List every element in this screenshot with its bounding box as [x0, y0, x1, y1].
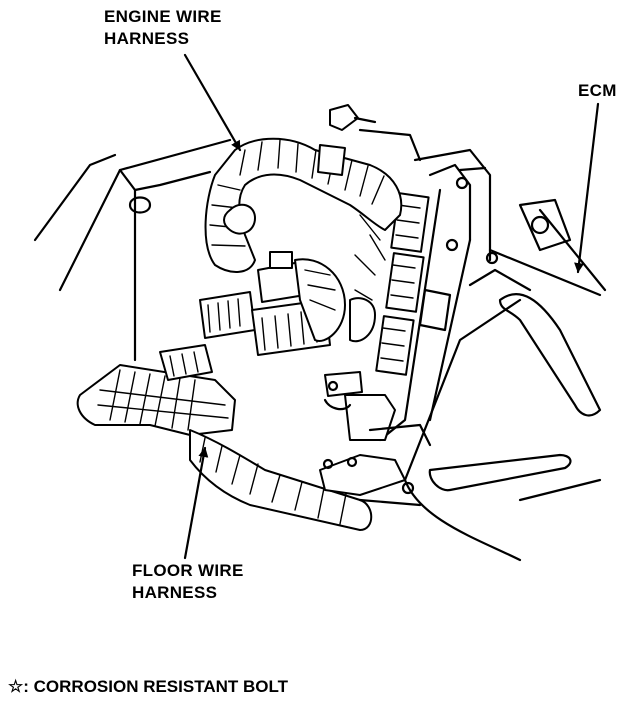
ecm-label: ECM [578, 81, 617, 100]
star-icon: ☆ [8, 677, 24, 696]
engine-wire-harness [204, 137, 403, 301]
floor-wire-harness-label-line1: FLOOR WIRE [132, 561, 244, 580]
ecm-bracket [329, 104, 492, 442]
floor-wire-harness [76, 344, 422, 531]
footnote: ☆: CORROSION RESISTANT BOLT [8, 676, 288, 698]
engine-wire-harness-label: ENGINE WIRE HARNESS [104, 6, 222, 50]
ecm-connectors [375, 192, 452, 376]
floor-wire-harness-label: FLOOR WIRE HARNESS [132, 560, 244, 604]
small-brackets [319, 251, 499, 496]
engine-wire-harness-label-line1: ENGINE WIRE [104, 7, 222, 26]
footnote-text: : CORROSION RESISTANT BOLT [23, 677, 289, 696]
engine-wire-harness-label-line2: HARNESS [104, 29, 190, 48]
middle-connectors [199, 251, 376, 356]
floor-wire-harness-label-line2: HARNESS [132, 583, 218, 602]
leader-lines [183, 53, 600, 560]
